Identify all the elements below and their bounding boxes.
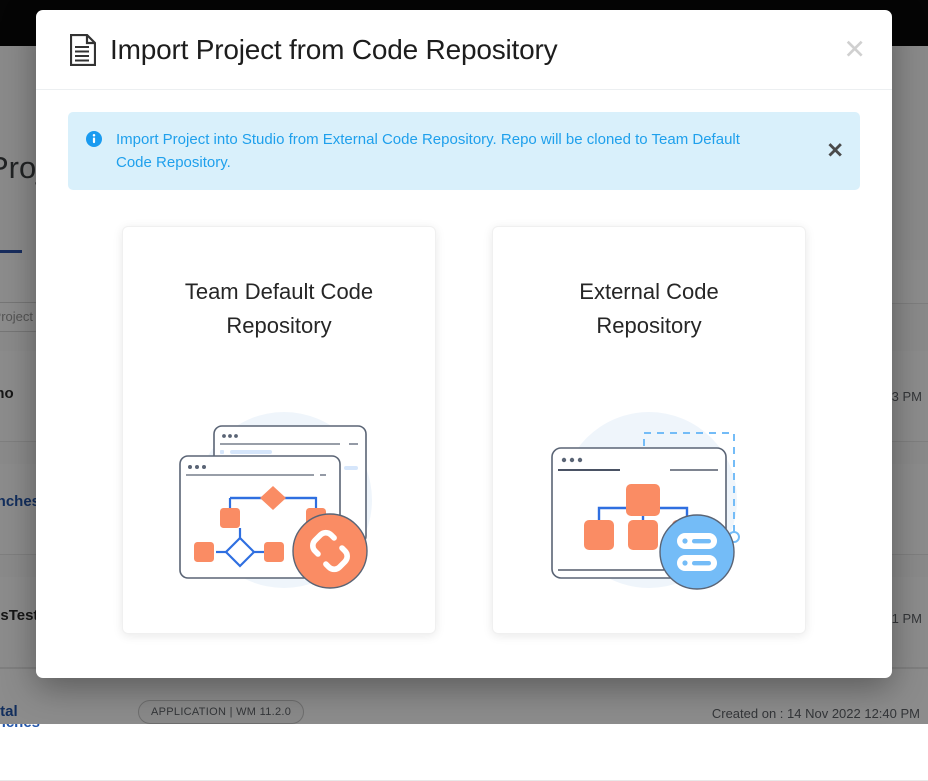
modal-title: Import Project from Code Repository (110, 34, 557, 66)
option-title: External Code Repository (534, 275, 764, 343)
alert-close-icon[interactable]: ✕ (826, 141, 844, 162)
option-card-team-default-code-repository[interactable]: Team Default Code Repository (122, 226, 436, 634)
info-alert: Import Project into Studio from External… (68, 112, 860, 190)
repository-options: Team Default Code Repository (68, 226, 860, 634)
modal-header: Import Project from Code Repository ✕ (36, 10, 892, 90)
modal-body: Import Project into Studio from External… (36, 90, 892, 634)
info-icon (86, 131, 102, 147)
import-project-modal: Import Project from Code Repository ✕ Im… (36, 10, 892, 678)
document-icon (70, 34, 96, 66)
external-repository-illustration (542, 400, 756, 611)
option-title: Team Default Code Repository (164, 275, 394, 343)
close-icon[interactable]: ✕ (843, 36, 866, 63)
team-default-repository-illustration (172, 400, 386, 611)
option-card-external-code-repository[interactable]: External Code Repository (492, 226, 806, 634)
alert-message: Import Project into Studio from External… (116, 128, 776, 174)
